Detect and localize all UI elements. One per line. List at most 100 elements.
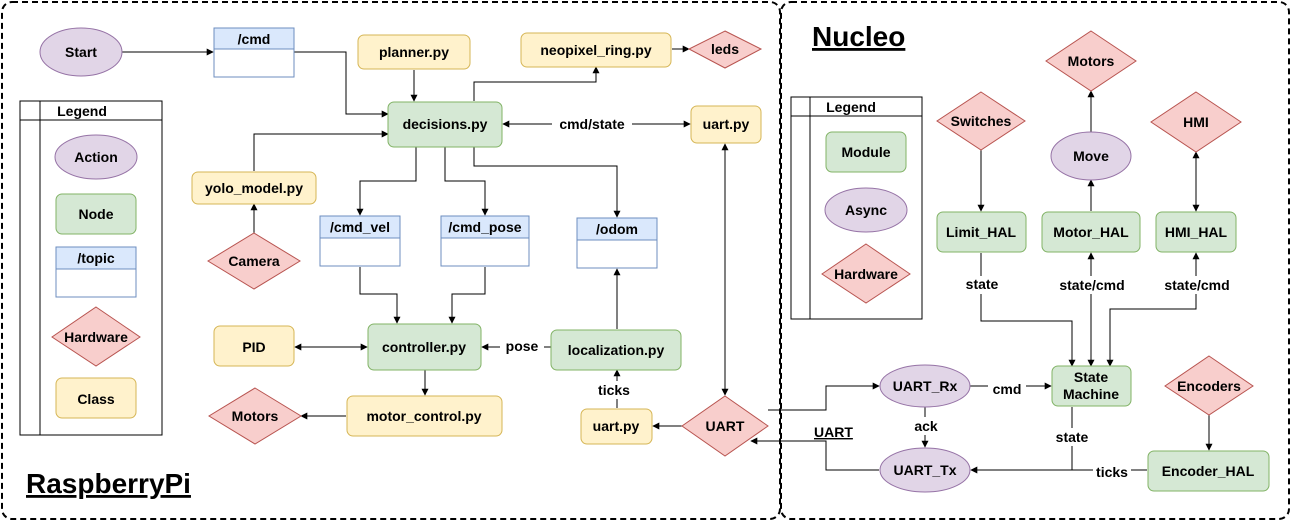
edge-cmd-decisions <box>294 51 389 118</box>
legend-right-title: Legend <box>826 99 876 115</box>
edge-hmihal-statemachine <box>1106 252 1200 367</box>
legend-hardware-shape <box>51 306 141 367</box>
legend-right: Legend Module Async Hardware <box>790 96 923 320</box>
encoder-hal-module: Encoder_HAL <box>1147 450 1270 492</box>
switches-label: Switches <box>951 113 1012 129</box>
nucleo-title: Nucleo <box>812 21 905 52</box>
label-pose: pose <box>506 338 539 354</box>
legend-hw-right-shape <box>821 243 911 304</box>
legend-module-label: Module <box>842 144 891 160</box>
cmd-vel-topic: /cmd_vel <box>319 215 401 267</box>
cmd-pose-label: /cmd_pose <box>448 219 521 235</box>
label-state-limit: state <box>966 276 999 292</box>
motor-hal-label: Motor_HAL <box>1053 224 1129 240</box>
motors-pi-label: Motors <box>232 408 279 424</box>
uart-tx-label: UART_Tx <box>893 462 956 478</box>
edges <box>122 45 1213 474</box>
start-label: Start <box>65 44 97 60</box>
label-cmd-rx: cmd <box>993 381 1022 397</box>
edge-uarthw-uartrx <box>768 382 880 411</box>
legend-async-label: Async <box>845 202 887 218</box>
raspberrypi-title: RaspberryPi <box>26 468 191 499</box>
motors-pi-hardware: Motors <box>208 387 302 445</box>
cmd-topic: /cmd <box>213 27 295 78</box>
state-machine-label-2: Machine <box>1063 386 1119 402</box>
edge-decisions-odom <box>473 147 621 218</box>
legend-async-shape <box>824 187 908 233</box>
legend-action-label: Action <box>74 149 118 165</box>
uart-hardware: UART <box>681 395 769 457</box>
nucleo-region <box>780 1 1290 520</box>
cmd-topic-label: /cmd <box>238 31 271 47</box>
limit-hal-label: Limit_HAL <box>946 224 1016 240</box>
label-ticks-enc: ticks <box>1096 464 1128 480</box>
uart-py-top-label: uart.py <box>703 116 750 132</box>
camera-label: Camera <box>228 253 280 269</box>
legend-class-shape <box>55 377 137 419</box>
hmi-hal-module: HMI_HAL <box>1155 211 1237 253</box>
legend-left-title: Legend <box>57 103 107 119</box>
cmd-pose-topic: /cmd_pose <box>440 215 530 267</box>
label-cmd-state: cmd/state <box>559 116 625 132</box>
edge-labels: cmd/state pose ticks state state/cmd sta… <box>500 115 1236 481</box>
decisions-node: decisions.py <box>387 101 503 148</box>
pid-label: PID <box>242 339 265 355</box>
legend-class-label: Class <box>77 391 115 407</box>
edge-decisions-cmdvel <box>356 147 417 216</box>
label-state-cmd-hmi: state/cmd <box>1164 277 1229 293</box>
limit-hal-module: Limit_HAL <box>936 211 1027 253</box>
uart-py-bottom-class: uart.py <box>580 408 653 445</box>
uart-rx-label: UART_Rx <box>893 378 958 394</box>
label-ticks-pi: ticks <box>598 382 630 398</box>
label-state-cmd-motor: state/cmd <box>1059 277 1124 293</box>
hmi-label: HMI <box>1183 114 1209 130</box>
motors-nucleo-label: Motors <box>1068 53 1115 69</box>
legend-action-shape <box>54 134 138 180</box>
motor-hal-module: Motor_HAL <box>1041 211 1141 253</box>
odom-label: /odom <box>596 221 638 237</box>
leds-label: leds <box>711 41 739 57</box>
switches-hardware: Switches <box>936 91 1026 151</box>
start-node: Start <box>39 27 123 77</box>
motor-control-label: motor_control.py <box>366 408 481 424</box>
odom-topic: /odom <box>576 217 658 269</box>
planner-label: planner.py <box>379 44 449 60</box>
legend-hardware-label: Hardware <box>64 329 128 345</box>
legend-node-label: Node <box>79 206 114 222</box>
decisions-label: decisions.py <box>403 116 488 132</box>
label-uart-link: UART <box>814 424 853 440</box>
move-label: Move <box>1073 148 1109 164</box>
edge-limithal-statemachine <box>980 253 1076 367</box>
uart-tx-async: UART_Tx <box>879 447 971 493</box>
edge-decisions-neopixel <box>473 66 600 101</box>
state-machine-label-1: State <box>1074 369 1108 385</box>
edge-cmdpose-controller <box>448 267 486 324</box>
planner-class: planner.py <box>357 34 471 70</box>
controller-node: controller.py <box>367 323 482 371</box>
neopixel-class: neopixel_ring.py <box>520 32 672 68</box>
motors-nucleo-hardware: Motors <box>1045 30 1137 92</box>
edge-cmdvel-controller <box>359 267 401 324</box>
hmi-hal-label: HMI_HAL <box>1165 224 1228 240</box>
controller-label: controller.py <box>382 339 466 355</box>
label-ack: ack <box>914 418 938 434</box>
encoders-hardware: Encoders <box>1164 355 1254 416</box>
uart-hw-label: UART <box>706 418 745 434</box>
motor-control-class: motor_control.py <box>346 395 503 437</box>
cmd-vel-label: /cmd_vel <box>330 219 390 235</box>
edge-yolo-decisions <box>253 130 389 171</box>
camera-hardware: Camera <box>207 232 301 290</box>
uart-py-bottom-label: uart.py <box>593 418 640 434</box>
uart-rx-async: UART_Rx <box>879 364 971 408</box>
raspberrypi-region <box>1 1 781 520</box>
state-machine-module: State Machine <box>1051 365 1132 407</box>
legend-hw-right-label: Hardware <box>834 266 898 282</box>
localization-label: localization.py <box>568 342 665 358</box>
encoder-hal-label: Encoder_HAL <box>1162 463 1255 479</box>
leds-hardware: leds <box>687 30 763 69</box>
legend-left: Legend Action Node /topic Hardware Class <box>19 100 163 436</box>
edge-decisions-cmdpose <box>444 147 489 216</box>
pid-class: PID <box>213 325 295 367</box>
label-state-sm: state <box>1056 429 1089 445</box>
